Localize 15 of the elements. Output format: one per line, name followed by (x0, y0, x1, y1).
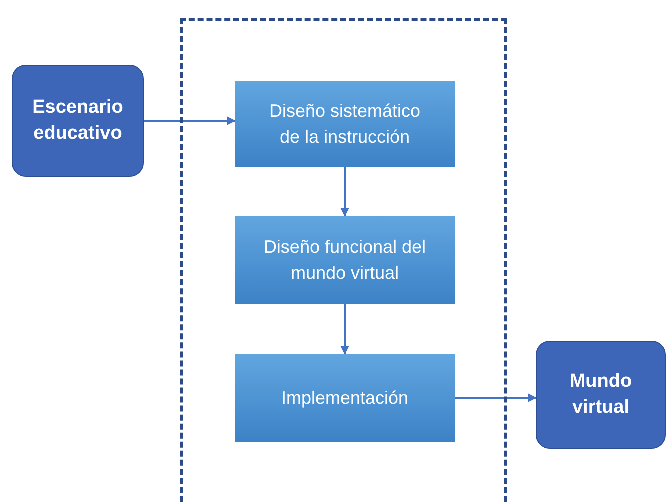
arrow (144, 116, 236, 126)
process-box (235, 216, 455, 304)
dashed-boundary-box (180, 18, 507, 502)
terminal-box (12, 65, 144, 177)
node-label: Diseño sistemático de la instrucción (268, 100, 422, 149)
process-box (235, 354, 455, 442)
node-label: Implementación (281, 386, 409, 410)
arrow (455, 394, 537, 402)
arrow (340, 304, 350, 355)
terminal-box (536, 341, 666, 449)
node-label: Escenario educativo (32, 96, 124, 146)
node-label: Diseño funcional del mundo virtual (262, 236, 428, 285)
node-label: Mundo virtual (568, 370, 634, 420)
process-box (235, 81, 455, 167)
arrow (340, 167, 350, 217)
